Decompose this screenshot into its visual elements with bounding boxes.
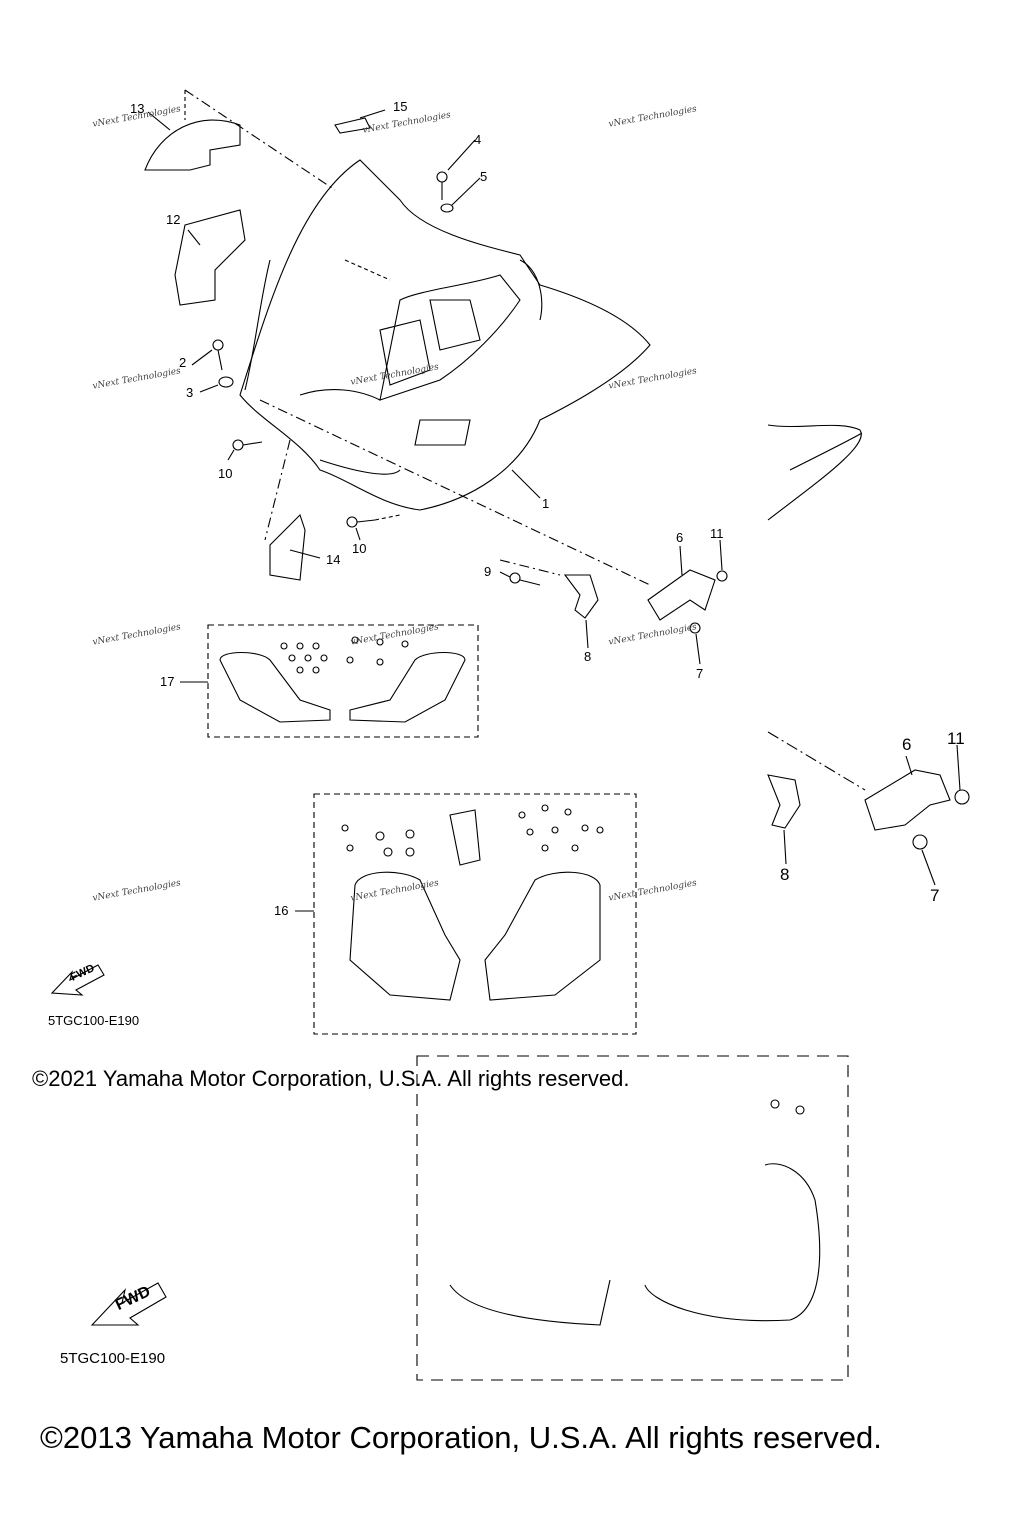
callout-8: 8: [584, 649, 592, 664]
washer-5: [440, 203, 454, 213]
callout-11: 11: [710, 526, 724, 541]
detail-bracket-8: [767, 774, 801, 829]
kit-16-detail-hardware: [770, 1099, 805, 1115]
callout-14: 14: [326, 552, 341, 567]
callout-6: 6: [676, 530, 684, 545]
copyright-2021: ©2021 Yamaha Motor Corporation, U.S.A. A…: [32, 1066, 630, 1091]
callout-5: 5: [480, 169, 488, 184]
bolt-9: [509, 572, 521, 584]
bolt-7: [689, 622, 701, 634]
detail-callout-7: 7: [930, 886, 940, 905]
bracket-8: [563, 574, 599, 619]
bolt-4: [436, 171, 448, 183]
fender-detail-view: [767, 424, 862, 521]
kit-16-detail-frame: [416, 1055, 849, 1381]
callout-9: 9: [484, 564, 492, 579]
copyright-2013: ©2013 Yamaha Motor Corporation, U.S.A. A…: [40, 1420, 882, 1455]
callout-10a: 10: [218, 466, 233, 481]
callout-3: 3: [186, 385, 194, 400]
kit-16-frame: [313, 793, 637, 1035]
callout-4: 4: [474, 132, 482, 147]
decal-12: [174, 209, 246, 306]
detail-nut-11: [954, 789, 970, 805]
callout-13: 13: [130, 101, 145, 116]
decal-13: [144, 119, 241, 171]
detail-callout-11: 11: [947, 729, 965, 748]
kit-17-hardware: [280, 636, 409, 674]
nut-11: [716, 570, 728, 582]
rear-fender-part: [239, 159, 651, 511]
fwd-arrow-icon: [50, 964, 105, 996]
detail-bolt-7: [912, 834, 928, 850]
screw-10b: [346, 516, 358, 528]
callout-16: 16: [274, 903, 289, 918]
decal-14: [269, 513, 306, 581]
callout-1: 1: [542, 496, 550, 511]
callout-17: 17: [160, 674, 175, 689]
detail-callout-8: 8: [780, 865, 790, 884]
kit-16-hardware: [341, 804, 604, 857]
callout-7: 7: [696, 666, 704, 681]
callout-2: 2: [179, 355, 187, 370]
detail-bracket-6: [864, 769, 951, 831]
fwd-arrow-icon-large: [90, 1282, 167, 1326]
kit-17-frame: [207, 624, 479, 738]
callout-12: 12: [166, 212, 181, 227]
callout-10b: 10: [352, 541, 367, 556]
screw-10a: [232, 439, 244, 451]
washer-3: [218, 376, 234, 388]
part-15: [334, 117, 371, 134]
detail-callout-6: 6: [902, 735, 912, 754]
callout-15: 15: [393, 99, 408, 114]
bolt-2: [212, 339, 224, 351]
diagram-code: 5TGC100-E190: [48, 1013, 140, 1028]
diagram-code-large: 5TGC100-E190: [60, 1350, 166, 1367]
bracket-6: [647, 569, 716, 621]
